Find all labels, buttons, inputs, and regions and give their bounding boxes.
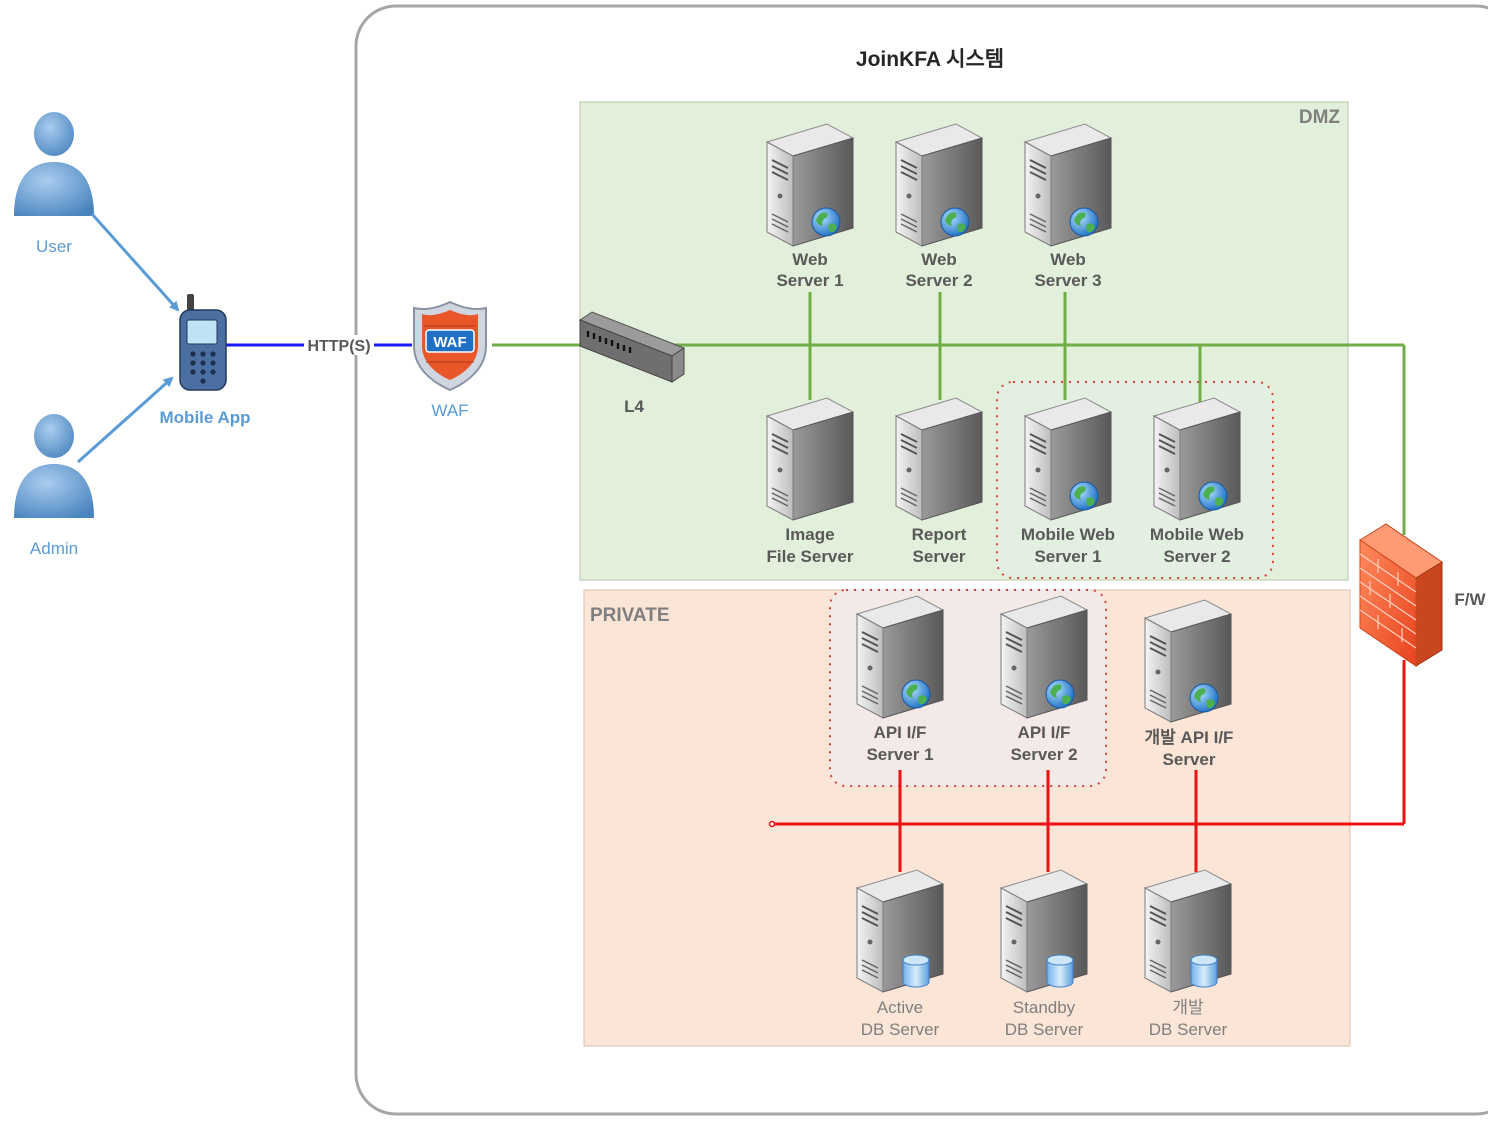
server-name-line1: Mobile Web <box>1021 525 1115 544</box>
server-name-line2: Server 3 <box>1034 271 1101 290</box>
server-name-line1: Web <box>792 250 828 269</box>
server-name-line2: Server <box>913 547 966 566</box>
dmz-server: Mobile Web Server 1 <box>1021 397 1115 566</box>
server-name-line1: Report <box>912 525 967 544</box>
server-name-line1: 개발 API I/F <box>1145 728 1234 747</box>
server-name-line2: Server 2 <box>1010 745 1077 764</box>
server-name-line2: Server 2 <box>1163 547 1230 566</box>
dmz-server: Image File Server <box>766 397 854 566</box>
l4-switch-node: L4 <box>578 311 686 416</box>
db-server: Active DB Server <box>856 869 944 1039</box>
globe-icon <box>811 207 841 237</box>
globe-icon <box>901 679 931 709</box>
mobile-app-label: Mobile App <box>160 408 251 427</box>
server-name-line1: API I/F <box>874 723 927 742</box>
dmz-server: Web Server 1 <box>766 123 854 290</box>
server-name-line1: Active <box>877 998 923 1017</box>
server-name-line2: Server <box>1163 750 1216 769</box>
firewall-icon <box>1359 523 1443 667</box>
protocol-label: HTTP(S) <box>307 338 370 355</box>
server-name-line1: 개발 <box>1172 998 1204 1017</box>
globe-icon <box>1069 207 1099 237</box>
user-actor: User <box>14 112 94 256</box>
server-icon <box>766 123 854 247</box>
server-name-line2: File Server <box>767 547 854 566</box>
server-name-line2: DB Server <box>861 1020 940 1039</box>
database-icon <box>902 954 930 988</box>
server-icon <box>1000 869 1088 993</box>
admin-icon <box>14 414 94 518</box>
admin-actor: Admin <box>14 414 94 558</box>
waf-label: WAF <box>431 401 468 420</box>
user-to-app-arrow <box>90 212 180 312</box>
dmz-server: Web Server 2 <box>895 123 983 290</box>
server-icon <box>856 869 944 993</box>
private-server: API I/F Server 1 <box>856 595 944 764</box>
private-zone-label: PRIVATE <box>590 605 670 626</box>
admin-label: Admin <box>30 539 78 558</box>
server-icon <box>1153 397 1241 521</box>
mobile-phone-icon <box>179 294 227 391</box>
server-icon <box>1144 869 1232 993</box>
protocol-label-bg <box>304 335 374 355</box>
user-icon <box>14 112 94 216</box>
private-server: API I/F Server 2 <box>1000 595 1088 764</box>
globe-icon <box>1045 679 1075 709</box>
server-icon <box>1000 595 1088 719</box>
globe-icon <box>1069 481 1099 511</box>
dmz-zone-label: DMZ <box>1299 107 1341 128</box>
dmz-server: Web Server 3 <box>1024 123 1112 290</box>
server-name-line1: Mobile Web <box>1150 525 1244 544</box>
firewall-label: F/W <box>1454 590 1486 609</box>
server-name-line1: Image <box>785 525 834 544</box>
dmz-server: Report Server <box>895 397 983 566</box>
server-name-line2: Server 2 <box>905 271 972 290</box>
server-name-line2: Server 1 <box>1034 547 1101 566</box>
server-icon <box>856 595 944 719</box>
server-name-line2: DB Server <box>1149 1020 1228 1039</box>
admin-to-app-arrow <box>77 376 174 464</box>
waf-shield-icon: WAF <box>413 300 487 392</box>
server-name-line1: Standby <box>1013 998 1076 1017</box>
db-server: Standby DB Server <box>1000 869 1088 1039</box>
dmz-server: Mobile Web Server 2 <box>1150 397 1244 566</box>
server-name-line1: Web <box>921 250 957 269</box>
waf-badge-text: WAF <box>433 334 466 351</box>
server-icon <box>895 123 983 247</box>
mobile-app-node: Mobile App <box>160 294 251 427</box>
database-icon <box>1046 954 1074 988</box>
private-line-endpoint <box>768 820 776 828</box>
l4-label: L4 <box>624 397 644 416</box>
server-name-line2: Server 1 <box>866 745 933 764</box>
server-name-line2: DB Server <box>1005 1020 1084 1039</box>
server-name-line2: Server 1 <box>776 271 843 290</box>
l4-switch-icon <box>578 311 686 383</box>
waf-node: WAF WAF <box>413 300 487 420</box>
database-icon <box>1190 954 1218 988</box>
private-server: 개발 API I/F Server <box>1144 599 1234 769</box>
server-icon <box>766 397 854 521</box>
globe-icon <box>1189 683 1219 713</box>
db-server: 개발 DB Server <box>1144 869 1232 1039</box>
server-name-line1: Web <box>1050 250 1086 269</box>
globe-icon <box>1198 481 1228 511</box>
server-icon <box>1144 599 1232 723</box>
server-icon <box>1024 397 1112 521</box>
globe-icon <box>940 207 970 237</box>
server-icon <box>895 397 983 521</box>
user-label: User <box>36 237 72 256</box>
private-network-links <box>772 660 1406 872</box>
system-title: JoinKFA 시스템 <box>856 48 1004 71</box>
firewall-node: F/W <box>1359 523 1487 667</box>
server-name-line1: API I/F <box>1018 723 1071 742</box>
server-icon <box>1024 123 1112 247</box>
